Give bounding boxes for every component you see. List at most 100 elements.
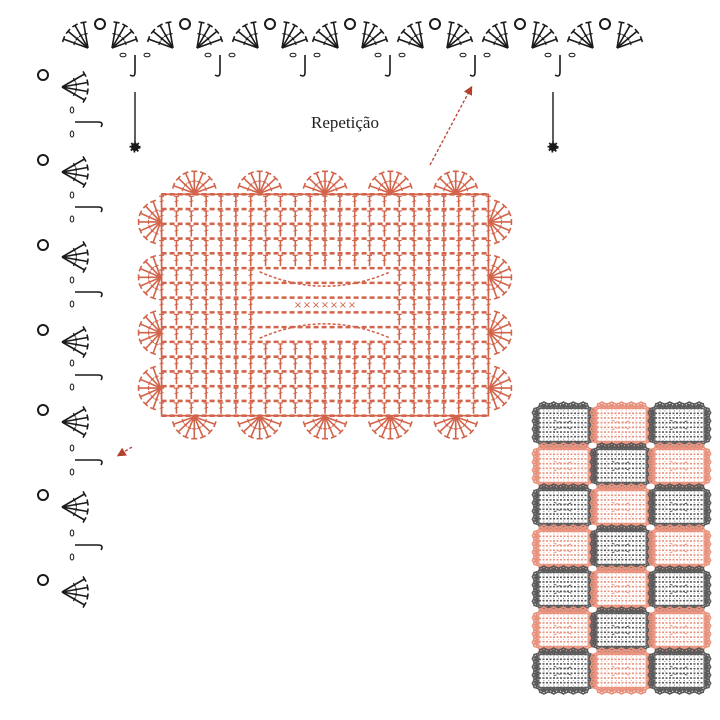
edge-shell-icon xyxy=(488,365,513,411)
edge-shell-icon xyxy=(647,512,656,526)
sc-mark: × xyxy=(303,300,311,311)
edge-shell-icon xyxy=(171,415,217,440)
edge-shell-icon xyxy=(682,442,696,450)
edge-shell-icon xyxy=(703,553,712,567)
shell-icon xyxy=(61,491,89,523)
shell-right-icon xyxy=(531,21,559,49)
chain-icon xyxy=(69,359,75,367)
edge-shell-icon xyxy=(595,565,609,573)
picot-icon xyxy=(179,18,191,30)
motif-frame xyxy=(654,449,705,483)
chain-icon xyxy=(69,300,75,308)
edge-shell-icon xyxy=(566,442,580,450)
edge-shell-icon xyxy=(634,442,648,450)
center-motif xyxy=(553,583,574,595)
hook-curl-icon xyxy=(129,71,136,77)
edge-shell-icon xyxy=(137,310,162,356)
chain-icon xyxy=(568,52,576,58)
motif-frame xyxy=(538,490,589,524)
center-motif xyxy=(669,419,690,431)
edge-shell-icon xyxy=(302,170,348,195)
center-motif xyxy=(669,501,690,513)
center-motif xyxy=(259,271,391,339)
sc-mark: × xyxy=(339,300,347,311)
picot-icon xyxy=(37,324,49,336)
edge-shell-icon xyxy=(624,401,638,409)
edge-shell-icon xyxy=(137,254,162,300)
edge-shell-icon xyxy=(531,570,540,584)
edge-shell-icon xyxy=(531,471,540,485)
picot-icon xyxy=(344,18,356,30)
edge-shell-icon xyxy=(137,199,162,245)
motif-frame xyxy=(538,531,589,565)
shell-right-icon xyxy=(616,21,644,49)
edge-shell-icon xyxy=(682,401,696,409)
edge-shell-icon xyxy=(673,565,686,573)
main-motif: ××××××× xyxy=(137,170,513,440)
shell-icon xyxy=(61,406,89,438)
motif-frame xyxy=(654,490,705,524)
edge-shell-icon xyxy=(367,170,413,195)
motif-frame xyxy=(538,613,589,647)
chain-icon xyxy=(69,276,75,284)
edge-shell-icon xyxy=(531,430,540,444)
picot-icon xyxy=(37,239,49,251)
shell-left-icon xyxy=(61,21,89,49)
center-motif xyxy=(669,542,690,554)
edge-shell-icon xyxy=(537,565,551,573)
shell-icon xyxy=(61,156,89,188)
shell-left-icon xyxy=(231,21,259,49)
edge-shell-icon xyxy=(367,415,413,440)
edge-shell-icon xyxy=(605,401,619,409)
edge-shell-icon xyxy=(624,565,638,573)
hook-curl-icon xyxy=(97,121,103,128)
edge-shell-icon xyxy=(547,565,561,573)
chain-icon xyxy=(143,52,151,58)
chain-icon xyxy=(544,52,552,58)
edge-shell-icon xyxy=(547,442,561,450)
chain-icon xyxy=(69,191,75,199)
edge-shell-icon xyxy=(537,524,551,532)
edge-shell-icon xyxy=(531,553,540,567)
hook-curl-icon xyxy=(97,459,103,466)
hook-curl-icon xyxy=(384,71,391,77)
sc-mark: × xyxy=(294,300,302,311)
chain-icon xyxy=(69,106,75,114)
sc-mark: × xyxy=(348,300,356,311)
edge-shell-icon xyxy=(488,254,513,300)
tassel-icon xyxy=(547,141,559,153)
edge-shell-icon xyxy=(663,524,677,532)
edge-shell-icon xyxy=(605,606,619,614)
shell-left-icon xyxy=(146,21,174,49)
edge-shell-icon xyxy=(488,199,513,245)
motif-frame xyxy=(596,490,647,524)
edge-shell-icon xyxy=(615,565,628,573)
shell-left-icon xyxy=(566,21,594,49)
picot-icon xyxy=(37,154,49,166)
edge-shell-icon xyxy=(673,524,686,532)
edge-shell-icon xyxy=(589,635,598,649)
edge-shell-icon xyxy=(647,471,656,485)
edge-shell-icon xyxy=(673,483,686,491)
center-motif xyxy=(611,542,632,554)
shell-right-icon xyxy=(446,21,474,49)
center-motif xyxy=(611,501,632,513)
hook-curl-icon xyxy=(299,71,306,77)
chain-icon xyxy=(119,52,127,58)
edge-shell-icon xyxy=(682,483,696,491)
picot-icon xyxy=(37,574,49,586)
edge-shell-icon xyxy=(237,170,283,195)
motif-frame xyxy=(538,572,589,606)
chain-icon xyxy=(204,52,212,58)
motif-frame xyxy=(596,408,647,442)
chain-icon xyxy=(289,52,297,58)
chain-icon xyxy=(228,52,236,58)
blanket-square xyxy=(531,442,596,490)
sc-mark: × xyxy=(330,300,338,311)
edge-shell-icon xyxy=(703,512,712,526)
edge-shell-icon xyxy=(557,524,570,532)
edge-shell-icon xyxy=(557,401,570,409)
shell-right-icon xyxy=(111,21,139,49)
shell-right-icon xyxy=(196,21,224,49)
